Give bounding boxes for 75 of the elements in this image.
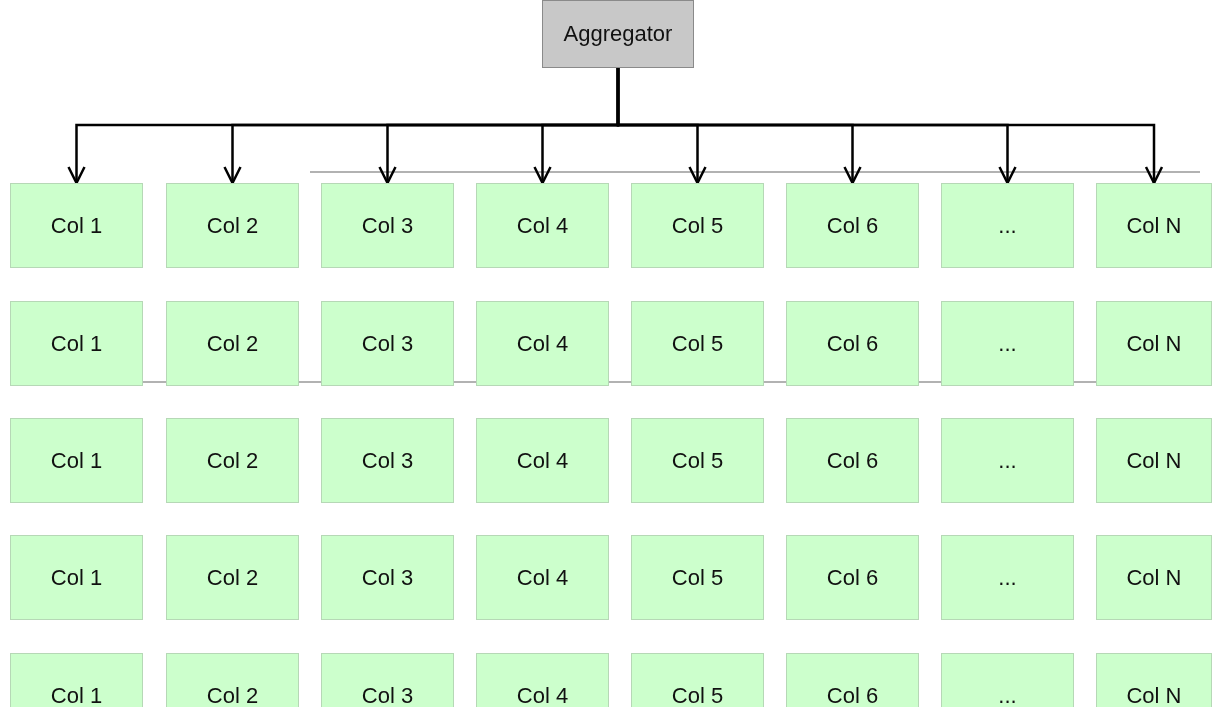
column-box bbox=[786, 183, 919, 268]
column-box bbox=[321, 301, 454, 386]
column-box bbox=[631, 301, 764, 386]
column-box bbox=[166, 183, 299, 268]
box-label: Col 3 bbox=[361, 682, 414, 707]
box-label: Col 5 bbox=[671, 212, 724, 239]
box-label: Col 5 bbox=[671, 330, 724, 357]
column-box bbox=[941, 301, 1074, 386]
box-label: ... bbox=[998, 682, 1017, 707]
column-box bbox=[476, 301, 609, 386]
column-box bbox=[476, 535, 609, 620]
box-label: Col 1 bbox=[50, 330, 103, 357]
box-label: ... bbox=[998, 447, 1017, 474]
box-label: Col 2 bbox=[206, 447, 259, 474]
box-label: ... bbox=[998, 330, 1017, 357]
column-box bbox=[1096, 301, 1212, 386]
box-label: Col N bbox=[1126, 212, 1182, 239]
box-label: Col 6 bbox=[826, 447, 879, 474]
column-box bbox=[166, 535, 299, 620]
column-box bbox=[10, 183, 143, 268]
box-label: Col 3 bbox=[361, 212, 414, 239]
box-label: Col 4 bbox=[516, 682, 569, 707]
box-label: Col 3 bbox=[361, 330, 414, 357]
arrow bbox=[616, 68, 1164, 185]
column-box bbox=[321, 535, 454, 620]
column-box bbox=[631, 535, 764, 620]
box-label: Aggregator bbox=[563, 21, 673, 47]
box-label: Col 4 bbox=[516, 564, 569, 591]
column-box bbox=[476, 418, 609, 503]
column-box bbox=[631, 183, 764, 268]
column-box bbox=[941, 418, 1074, 503]
box-label: Col 4 bbox=[516, 212, 569, 239]
column-box bbox=[10, 535, 143, 620]
column-box bbox=[321, 418, 454, 503]
box-label: Col 6 bbox=[826, 212, 879, 239]
box-label: Col 2 bbox=[206, 682, 259, 707]
box-label: Col 3 bbox=[361, 564, 414, 591]
column-box bbox=[166, 301, 299, 386]
box-label: Col 6 bbox=[826, 564, 879, 591]
column-box bbox=[10, 301, 143, 386]
box-label: Col 6 bbox=[826, 330, 879, 357]
column-box bbox=[631, 418, 764, 503]
box-label: Col 5 bbox=[671, 682, 724, 707]
box-label: Col 4 bbox=[516, 330, 569, 357]
box-label: Col 5 bbox=[671, 447, 724, 474]
column-box bbox=[476, 183, 609, 268]
box-label: Col 1 bbox=[50, 447, 103, 474]
column-box bbox=[941, 183, 1074, 268]
box-label: Col N bbox=[1126, 447, 1182, 474]
box-label: Col 2 bbox=[206, 330, 259, 357]
box-label: Col 2 bbox=[206, 212, 259, 239]
box-label: Col 4 bbox=[516, 447, 569, 474]
box-label: ... bbox=[998, 212, 1017, 239]
box-label: Col 2 bbox=[206, 564, 259, 591]
aggregator-box bbox=[542, 0, 694, 68]
box-label: Col 1 bbox=[50, 212, 103, 239]
column-box bbox=[786, 418, 919, 503]
column-box bbox=[166, 418, 299, 503]
column-box bbox=[941, 535, 1074, 620]
column-box bbox=[1096, 535, 1212, 620]
column-box bbox=[786, 535, 919, 620]
column-box bbox=[10, 418, 143, 503]
box-label: Col 1 bbox=[50, 564, 103, 591]
column-box bbox=[1096, 183, 1212, 268]
column-box bbox=[1096, 418, 1212, 503]
box-label: Col 3 bbox=[361, 447, 414, 474]
box-label: Col N bbox=[1126, 682, 1182, 707]
box-label: Col 5 bbox=[671, 564, 724, 591]
column-box bbox=[321, 183, 454, 268]
box-label: ... bbox=[998, 564, 1017, 591]
box-label: Col 6 bbox=[826, 682, 879, 707]
box-label: Col N bbox=[1126, 564, 1182, 591]
box-label: Col 1 bbox=[50, 682, 103, 707]
box-label: Col N bbox=[1126, 330, 1182, 357]
column-box bbox=[786, 301, 919, 386]
